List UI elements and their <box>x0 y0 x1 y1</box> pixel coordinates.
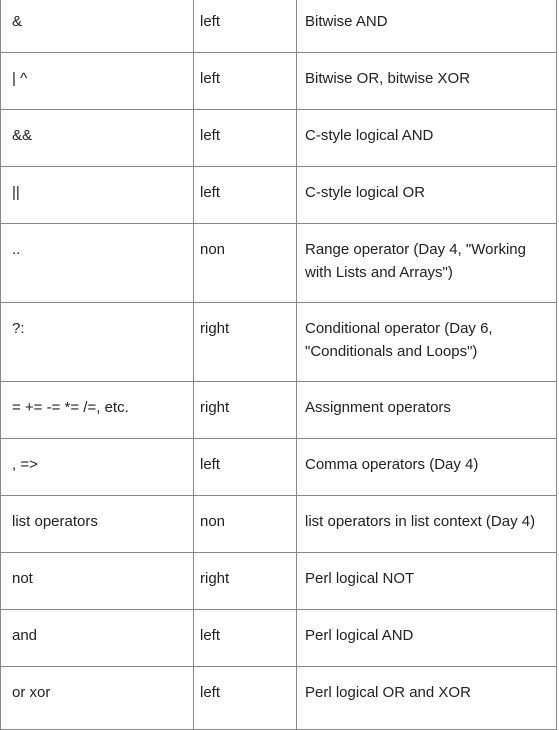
table-row: and left Perl logical AND <box>0 609 557 667</box>
operator-cell: & <box>0 0 194 53</box>
associativity-cell: non <box>193 495 297 553</box>
operator-cell: list operators <box>0 495 194 553</box>
table-row: | ^ left Bitwise OR, bitwise XOR <box>0 52 557 110</box>
associativity-cell: left <box>193 666 297 730</box>
table-row: = += -= *= /=, etc. right Assignment ope… <box>0 381 557 439</box>
description-cell: list operators in list context (Day 4) <box>296 495 557 553</box>
table-row: or xor left Perl logical OR and XOR <box>0 666 557 730</box>
associativity-cell: right <box>193 381 297 439</box>
associativity-cell: left <box>193 166 297 224</box>
associativity-cell: left <box>193 52 297 110</box>
description-cell: C-style logical OR <box>296 166 557 224</box>
associativity-cell: left <box>193 109 297 167</box>
associativity-cell: right <box>193 552 297 610</box>
table-row: not right Perl logical NOT <box>0 552 557 610</box>
table-row: ?: right Conditional operator (Day 6, "C… <box>0 302 557 382</box>
associativity-cell: left <box>193 609 297 667</box>
description-cell: Perl logical AND <box>296 609 557 667</box>
description-cell: Conditional operator (Day 6, "Conditiona… <box>296 302 557 382</box>
table-row: , => left Comma operators (Day 4) <box>0 438 557 496</box>
description-cell: C-style logical AND <box>296 109 557 167</box>
associativity-cell: left <box>193 438 297 496</box>
table-row: || left C-style logical OR <box>0 166 557 224</box>
associativity-cell: left <box>193 0 297 53</box>
operator-cell: not <box>0 552 194 610</box>
operator-cell: .. <box>0 223 194 303</box>
operator-cell: , => <box>0 438 194 496</box>
associativity-cell: non <box>193 223 297 303</box>
operator-cell: && <box>0 109 194 167</box>
table-row: & left Bitwise AND <box>0 0 557 53</box>
table-row: && left C-style logical AND <box>0 109 557 167</box>
description-cell: Range operator (Day 4, "Working with Lis… <box>296 223 557 303</box>
description-cell: Perl logical OR and XOR <box>296 666 557 730</box>
table-row: .. non Range operator (Day 4, "Working w… <box>0 223 557 303</box>
description-cell: Perl logical NOT <box>296 552 557 610</box>
description-cell: Bitwise OR, bitwise XOR <box>296 52 557 110</box>
operator-cell: ?: <box>0 302 194 382</box>
description-cell: Comma operators (Day 4) <box>296 438 557 496</box>
description-cell: Bitwise AND <box>296 0 557 53</box>
description-cell: Assignment operators <box>296 381 557 439</box>
operator-cell: = += -= *= /=, etc. <box>0 381 194 439</box>
operator-cell: || <box>0 166 194 224</box>
operator-cell: or xor <box>0 666 194 730</box>
operator-cell: | ^ <box>0 52 194 110</box>
operator-cell: and <box>0 609 194 667</box>
table-row: list operators non list operators in lis… <box>0 495 557 553</box>
associativity-cell: right <box>193 302 297 382</box>
